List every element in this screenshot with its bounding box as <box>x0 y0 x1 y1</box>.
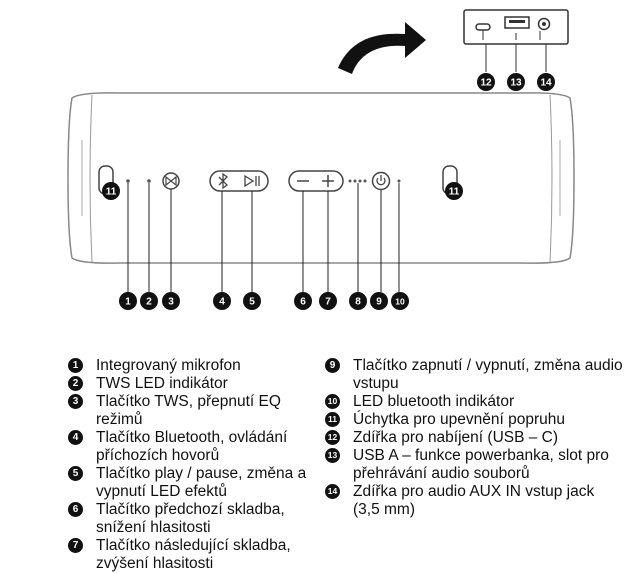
svg-text:12: 12 <box>480 78 492 89</box>
svg-text:14: 14 <box>540 78 552 89</box>
legend-text: Integrovaný mikrofon <box>96 357 241 374</box>
tws-icon <box>162 172 180 190</box>
svg-text:9: 9 <box>376 297 382 308</box>
legend-number: 13 <box>325 448 340 463</box>
callout-3: 3 <box>162 292 180 310</box>
callout-11-right: 11 <box>445 182 463 200</box>
leader-lines <box>127 183 400 292</box>
legend-number: 14 <box>325 484 340 499</box>
callout-8: 8 <box>349 292 367 310</box>
curved-arrow-icon <box>338 22 426 74</box>
svg-text:2: 2 <box>146 297 152 308</box>
legend-text: Tlačítko TWS, přepnutí EQ režimů <box>96 393 281 428</box>
legend-number: 9 <box>325 358 340 373</box>
svg-text:3: 3 <box>168 297 174 308</box>
svg-text:7: 7 <box>325 297 331 308</box>
legend-item-2: 2 TWS LED indikátor <box>68 375 330 393</box>
svg-text:6: 6 <box>300 297 306 308</box>
speaker-diagram: 11 11 12 13 14 1 2 3 4 5 6 7 8 9 10 <box>67 9 575 310</box>
legend-item-4: 4 Tlačítko Bluetooth, ovládání příchozích… <box>68 429 330 465</box>
callout-2: 2 <box>140 292 158 310</box>
svg-text:11: 11 <box>449 187 460 198</box>
callout-11-left: 11 <box>102 182 120 200</box>
svg-text:4: 4 <box>219 297 225 308</box>
legend-text: USB A – funkce powerbanka, slot pro přeh… <box>353 447 609 482</box>
legend-text: Zdířka pro nabíjení (USB – C) <box>353 429 559 446</box>
legend-number: 3 <box>68 394 83 409</box>
legend-text: Tlačítko play / pause, změna a vypnutí L… <box>96 465 307 500</box>
legend-text: Tlačítko zapnutí / vypnutí, změna audio … <box>353 357 623 392</box>
play-pause-icon <box>244 174 260 188</box>
legend-right: 9 Tlačítko zapnutí / vypnutí, změna audio… <box>325 357 625 519</box>
callout-13: 13 <box>507 73 525 91</box>
battery-led-dots <box>348 179 367 183</box>
bt-led <box>397 179 401 183</box>
callout-5: 5 <box>243 292 261 310</box>
legend-text: Úchytka pro upevnění popruhu <box>353 411 565 428</box>
rear-port-panel <box>463 9 569 72</box>
callout-12: 12 <box>477 73 495 91</box>
legend-item-3: 3 Tlačítko TWS, přepnutí EQ režimů <box>68 393 330 429</box>
svg-text:11: 11 <box>106 187 117 198</box>
bluetooth-icon <box>218 172 228 190</box>
legend-item-5: 5 Tlačítko play / pause, změna a vypnutí … <box>68 465 330 501</box>
legend-number: 1 <box>68 358 83 373</box>
legend-item-11: 11 Úchytka pro upevnění popruhu <box>325 411 625 429</box>
legend-item-6: 6 Tlačítko předchozí skladba, snížení hla… <box>68 501 330 537</box>
legend-text: TWS LED indikátor <box>96 375 228 392</box>
callout-10: 10 <box>391 292 409 310</box>
legend-text: LED bluetooth indikátor <box>353 393 515 410</box>
legend-number: 11 <box>325 412 340 427</box>
svg-text:10: 10 <box>395 297 405 307</box>
legend-item-9: 9 Tlačítko zapnutí / vypnutí, změna audio… <box>325 357 625 393</box>
callout-9: 9 <box>370 292 388 310</box>
legend-item-14: 14 Zdířka pro audio AUX IN vstup jack (3,… <box>325 483 625 519</box>
legend-left: 1 Integrovaný mikrofon 2 TWS LED indikátor… <box>68 357 330 573</box>
legend-item-10: 10 LED bluetooth indikátor <box>325 393 625 411</box>
usb-c-port <box>475 23 491 31</box>
legend-text: Zdířka pro audio AUX IN vstup jack (3,5 … <box>353 483 595 518</box>
tws-led <box>147 179 151 183</box>
legend-text: Tlačítko Bluetooth, ovládání příchozích … <box>96 429 288 464</box>
microphone-hole <box>126 179 130 183</box>
callout-4: 4 <box>213 292 231 310</box>
svg-text:5: 5 <box>249 297 255 308</box>
legend-number: 12 <box>325 430 340 445</box>
legend-item-1: 1 Integrovaný mikrofon <box>68 357 330 375</box>
power-icon <box>371 171 391 191</box>
svg-text:8: 8 <box>355 297 361 308</box>
svg-text:1: 1 <box>125 297 131 308</box>
svg-text:13: 13 <box>510 78 522 89</box>
legend-item-7: 7 Tlačítko následující skladba, zvýšení h… <box>68 537 330 573</box>
callout-7: 7 <box>319 292 337 310</box>
volume-button-group <box>288 170 344 192</box>
callout-6: 6 <box>294 292 312 310</box>
callout-14: 14 <box>537 73 555 91</box>
legend-number: 6 <box>68 502 83 517</box>
legend-text: Tlačítko předchozí skladba, snížení hlas… <box>96 501 285 536</box>
legend-number: 10 <box>325 394 340 409</box>
legend-item-13: 13 USB A – funkce powerbanka, slot pro př… <box>325 447 625 483</box>
callout-1: 1 <box>119 292 137 310</box>
plus-icon <box>322 175 334 187</box>
legend-number: 4 <box>68 430 83 445</box>
legend-text: Tlačítko následující skladba, zvýšení hl… <box>96 537 291 572</box>
legend-number: 5 <box>68 466 83 481</box>
legend-item-12: 12 Zdířka pro nabíjení (USB – C) <box>325 429 625 447</box>
bt-play-button-group <box>209 170 269 192</box>
legend-number: 7 <box>68 538 83 553</box>
legend-number: 2 <box>68 376 83 391</box>
